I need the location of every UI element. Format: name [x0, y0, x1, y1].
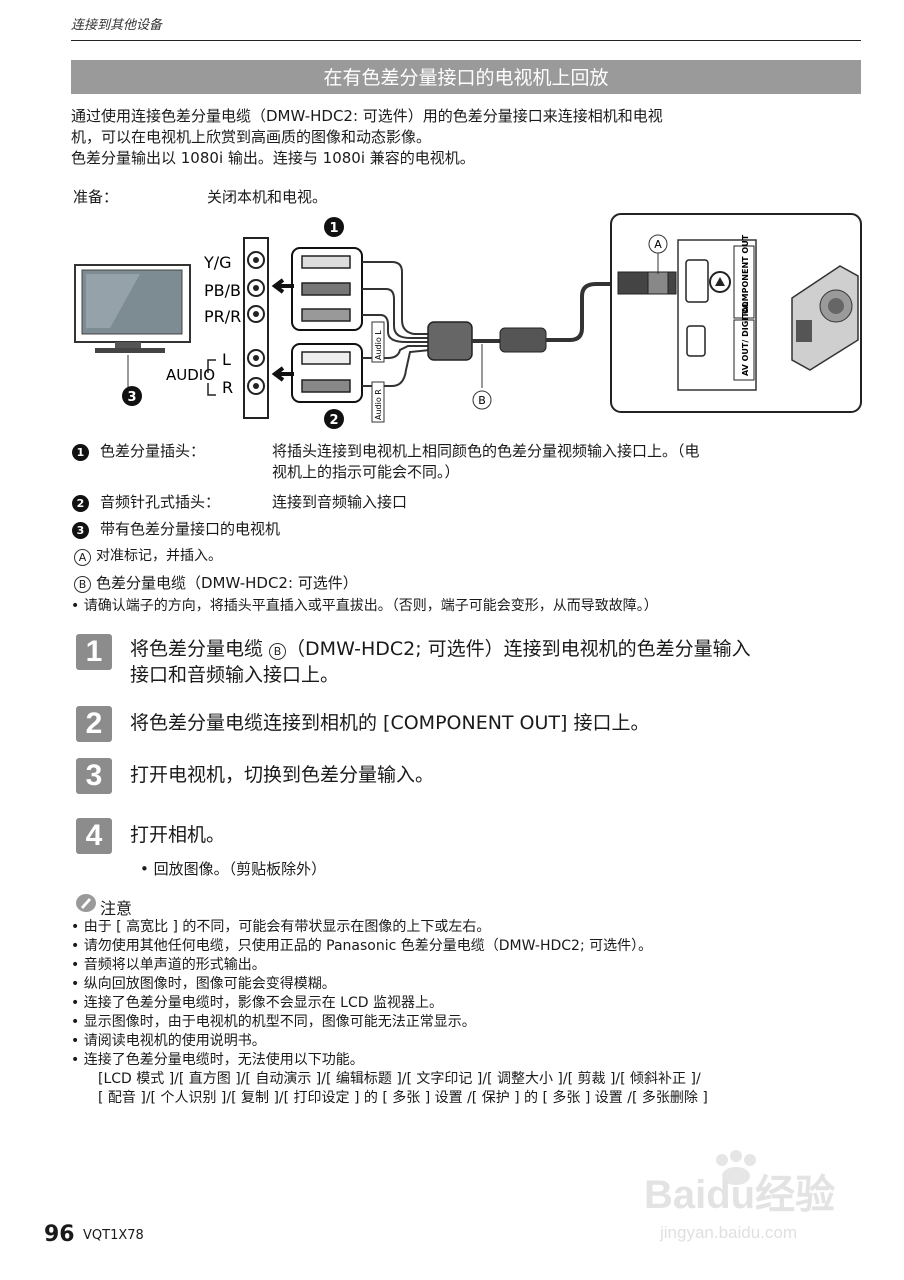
note-item: • 音频将以单声道的形式输出。 — [71, 957, 266, 973]
label-component-out: COMPONENT OUT — [741, 234, 750, 314]
connection-diagram: 3 Y/G PB/B PR/R L R AUDIO 1 2 — [74, 213, 862, 429]
page-title: 在有色差分量接口的电视机上回放 — [71, 60, 861, 94]
intro-line-1: 通过使用连接色差分量电缆（DMW-HDC2: 可选件）用的色差分量接口来连接相机… — [71, 107, 663, 125]
legend-item-2-label: 音频针孔式插头： — [100, 493, 221, 511]
header-rule — [71, 40, 861, 41]
legend-item-b-text: 色差分量电缆（DMW-HDC2: 可选件） — [96, 574, 358, 592]
note-item: • 连接了色差分量电缆时，无法使用以下功能。 — [71, 1052, 364, 1068]
step-1-line-2: 接口和音频输入接口上。 — [130, 664, 340, 686]
doc-code: VQT1X78 — [83, 1228, 144, 1243]
legend-num-2: 2 — [72, 495, 89, 512]
step-1-line-1a: 将色差分量电缆 — [130, 638, 270, 660]
legend-item-1-text: 将插头连接到电视机上相同颜色的色差分量视频输入接口上。（电 视机上的指示可能会不… — [272, 441, 852, 483]
note-continuation-2: [ 配音 ]/[ 个人识别 ]/[ 复制 ]/[ 打印设定 ] 的 [ 多张 ]… — [98, 1090, 708, 1106]
label-audio-r: Audio R — [374, 389, 383, 420]
number-3-badge: 3 — [122, 386, 142, 406]
label-pbb: PB/B — [204, 281, 241, 300]
legend-item-a-text: 对准标记，并插入。 — [96, 548, 222, 564]
note-item: • 由于 [ 高宽比 ] 的不同，可能会有带状显示在图像的上下或左右。 — [71, 919, 491, 935]
step-3-text: 打开电视机，切换到色差分量输入。 — [130, 764, 435, 786]
legend-item-1: 1 — [72, 441, 89, 462]
note-item: • 纵向回放图像时，图像可能会变得模糊。 — [71, 976, 336, 992]
notes-list: • 由于 [ 高宽比 ] 的不同，可能会有带状显示在图像的上下或左右。 • 请勿… — [71, 918, 861, 1108]
svg-text:1: 1 — [329, 221, 338, 236]
step-2-badge: 2 — [76, 706, 112, 742]
label-audio-l: Audio L — [374, 330, 383, 360]
camera-illustration — [791, 265, 859, 371]
step-1-badge: 1 — [76, 634, 112, 670]
svg-text:A: A — [654, 238, 662, 251]
legend-item-1-text-line1: 将插头连接到电视机上相同颜色的色差分量视频输入接口上。（电 — [272, 442, 700, 460]
note-item: • 显示图像时，由于电视机的机型不同，图像可能无法正常显示。 — [71, 1014, 476, 1030]
number-2-badge: 2 — [324, 409, 344, 429]
label-r: R — [222, 378, 233, 397]
legend-caution: • 请确认端子的方向，将插头平直插入或平直拔出。（否则，端子可能会变形，从而导致… — [71, 598, 658, 614]
note-item: • 请勿使用其他任何电缆，只使用正品的 Panasonic 色差分量电缆（DMW… — [71, 938, 653, 954]
step-1-line-1: 将色差分量电缆 B（DMW-HDC2; 可选件）连接到电视机的色差分量输入 — [130, 636, 860, 662]
legend-item-a: A — [74, 546, 91, 567]
legend-letter-a: A — [74, 549, 91, 566]
label-prr: PR/R — [204, 307, 241, 326]
intro-line-2: 机，可以在电视机上欣赏到高画质的图像和动态影像。 — [71, 128, 432, 146]
legend-item-1-label: 色差分量插头： — [100, 442, 206, 460]
page-number: 96 — [44, 1222, 75, 1247]
note-item: • 请阅读电视机的使用说明书。 — [71, 1033, 266, 1049]
label-yg: Y/G — [203, 253, 232, 272]
legend-item-3: 3 — [72, 519, 89, 540]
legend-item-1-text-line2: 视机上的指示可能会不同。） — [272, 463, 460, 481]
step-4-badge: 4 — [76, 818, 112, 854]
legend-letter-b: B — [74, 576, 91, 593]
prep-label: 准备： — [73, 188, 119, 206]
legend-item-b: B — [74, 573, 91, 594]
step-1-circle-b: B — [269, 643, 287, 660]
letter-a-marker: A — [648, 234, 668, 254]
legend-num-1: 1 — [72, 444, 89, 461]
svg-text:B: B — [478, 394, 486, 407]
intro-text: 通过使用连接色差分量电缆（DMW-HDC2: 可选件）用的色差分量接口来连接相机… — [71, 106, 861, 169]
svg-text:2: 2 — [329, 413, 338, 428]
note-item: • 连接了色差分量电缆时，影像不会显示在 LCD 监视器上。 — [71, 995, 443, 1011]
step-4-text: 打开相机。 — [130, 824, 226, 846]
step-1-text: 将色差分量电缆 B（DMW-HDC2; 可选件）连接到电视机的色差分量输入 接口… — [130, 636, 860, 688]
number-1-badge: 1 — [324, 217, 344, 237]
intro-line-3: 色差分量输出以 1080i 输出。连接与 1080i 兼容的电视机。 — [71, 149, 475, 167]
legend-item-2-text: 连接到音频输入接口 — [272, 493, 408, 511]
legend-item-3-text: 带有色差分量接口的电视机 — [100, 520, 281, 538]
label-l: L — [222, 350, 231, 369]
label-av-out: AV OUT/ DIGITAL — [741, 302, 750, 376]
section-header: 连接到其他设备 — [71, 18, 163, 33]
step-2-text: 将色差分量电缆连接到相机的 [COMPONENT OUT] 接口上。 — [130, 712, 650, 734]
step-3-badge: 3 — [76, 758, 112, 794]
letter-b-marker: B — [472, 390, 492, 410]
watermark-url: jingyan.baidu.com — [659, 1223, 797, 1242]
legend-item-2: 2 — [72, 492, 89, 513]
legend-num-3: 3 — [72, 522, 89, 539]
step-4-sub: • 回放图像。（剪贴板除外） — [140, 860, 327, 878]
svg-text:3: 3 — [127, 390, 136, 405]
step-1-line-1b: （DMW-HDC2; 可选件）连接到电视机的色差分量输入 — [286, 638, 751, 660]
prep-text: 关闭本机和电视。 — [207, 188, 328, 206]
label-audio: AUDIO — [166, 366, 215, 384]
watermark-brand: Baidu经验 — [644, 1173, 835, 1217]
tv-illustration — [74, 264, 191, 353]
pencil-icon — [75, 893, 97, 913]
baidu-watermark: Baidu经验 jingyan.baidu.com — [640, 1150, 870, 1250]
note-continuation-1: [LCD 模式 ]/[ 直方图 ]/[ 自动演示 ]/[ 编辑标题 ]/[ 文字… — [98, 1071, 701, 1087]
notes-title: 注意 — [100, 899, 133, 918]
